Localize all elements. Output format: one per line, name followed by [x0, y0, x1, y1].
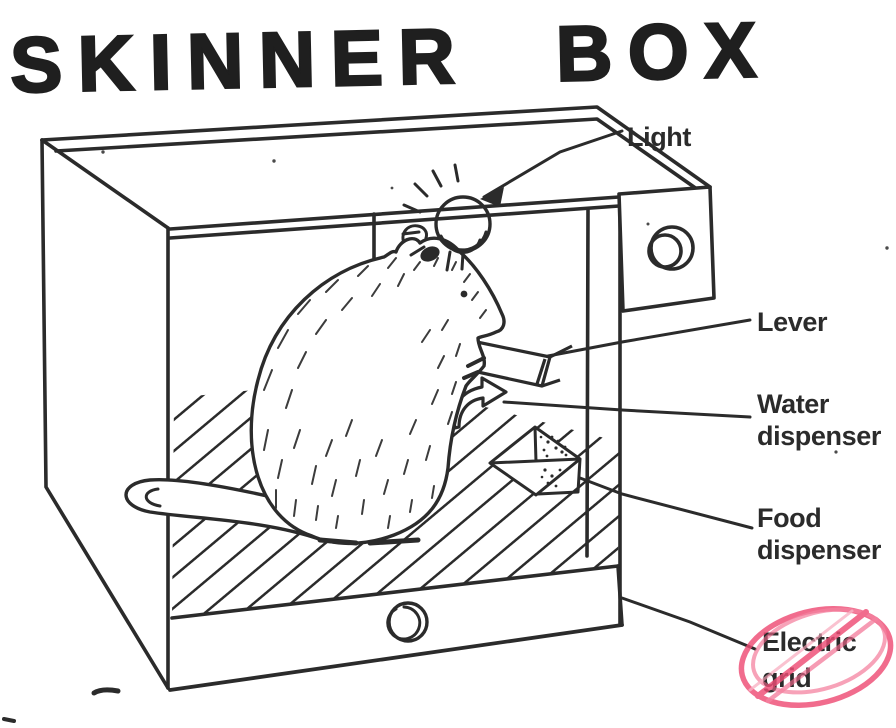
box-top-edge-inner — [54, 117, 706, 196]
rat-fur — [263, 257, 487, 529]
food-hopper-edges — [489, 426, 582, 496]
box-top-edge — [40, 105, 712, 189]
light-bulb-inner — [439, 230, 488, 254]
box-top-left-diagonal — [40, 138, 170, 230]
title-group: SKINNER BOX — [8, 4, 774, 111]
side-panel-hole — [649, 225, 695, 271]
label-water-dispenser: Water dispenser — [757, 389, 882, 451]
rat-illustration — [124, 224, 506, 546]
pointer-lever — [546, 318, 752, 358]
food-pellets — [539, 435, 568, 488]
box-inner-top-edge — [168, 195, 621, 231]
page-title: SKINNER BOX — [9, 5, 772, 109]
highlight-slash-3 — [748, 609, 854, 692]
side-panel — [617, 185, 716, 313]
pointer-electric — [620, 596, 757, 651]
label-water-line1: Water — [757, 389, 830, 419]
rat-ear — [420, 246, 440, 262]
base-bottom-edge — [168, 623, 624, 692]
pointer-food — [578, 476, 754, 530]
rat-front-paws — [462, 356, 486, 380]
highlight-slash-1 — [755, 609, 869, 699]
stray-dash — [2, 717, 16, 723]
floor-front-edge — [170, 564, 620, 620]
label-food-dispenser: Food dispenser — [757, 503, 882, 565]
label-light: Light — [627, 122, 691, 152]
rat-tail-curl — [144, 487, 162, 508]
front-knob-inner — [386, 605, 422, 641]
labels: Light Lever Water dispenser Food dispens… — [627, 122, 882, 693]
highlight-slash-2 — [765, 616, 879, 704]
light-holder — [445, 250, 465, 272]
pointer-light-arrowhead-icon — [480, 187, 504, 207]
electric-grid-highlight — [738, 605, 894, 709]
label-food-line2: dispenser — [757, 535, 882, 565]
rat-body — [249, 236, 506, 546]
scan-specks — [2, 150, 889, 723]
box-inner-top-edge-2 — [168, 204, 621, 240]
stray-mark — [91, 687, 121, 696]
label-water-line2: dispenser — [757, 421, 882, 451]
light-fixture — [401, 163, 492, 272]
highlight-ellipse-inner — [751, 607, 887, 695]
rat-tail — [124, 477, 324, 542]
rat-eye — [460, 290, 468, 298]
highlight-ellipse-outer — [738, 605, 894, 709]
box-left-edge — [40, 138, 170, 690]
food-dispenser-shape — [488, 425, 582, 497]
box-outline — [40, 105, 712, 690]
label-lever: Lever — [757, 307, 828, 337]
pointer-light — [482, 129, 624, 199]
side-panel-hole-inner — [647, 233, 683, 269]
base-right-edge — [616, 564, 624, 627]
light-rays-icon — [401, 163, 460, 257]
pointer-water — [502, 400, 752, 419]
rat-feet — [317, 537, 421, 546]
lever-end-cap — [535, 358, 547, 385]
label-food-line1: Food — [757, 503, 821, 533]
base-band — [168, 564, 624, 692]
pointer-lines — [480, 129, 757, 651]
